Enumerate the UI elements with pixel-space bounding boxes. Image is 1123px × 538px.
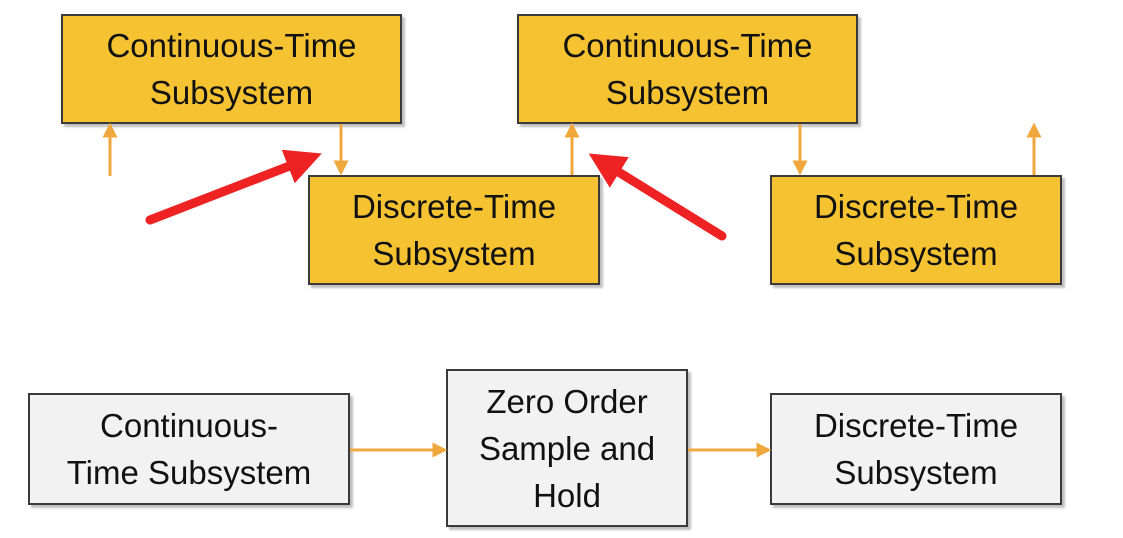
- dt-subsystem-block-top-right: Discrete-Time Subsystem: [770, 175, 1062, 285]
- zero-order-hold-block: Zero Order Sample and Hold: [446, 369, 688, 527]
- dt-subsystem-block-bottom: Discrete-Time Subsystem: [770, 393, 1062, 505]
- block-label: Zero Order Sample and Hold: [478, 382, 656, 514]
- block-label: Continuous-Time Subsystem: [106, 27, 357, 111]
- red-annotation-arrow-left: [145, 149, 322, 225]
- red-annotation-arrow-right: [588, 153, 727, 241]
- dt-subsystem-block-top-left: Discrete-Time Subsystem: [308, 175, 600, 285]
- block-label: Continuous- Time Subsystem: [66, 407, 312, 491]
- ct-subsystem-block-top-right: Continuous-Time Subsystem: [517, 14, 858, 124]
- ct-subsystem-block-top-left: Continuous-Time Subsystem: [61, 14, 402, 124]
- ct-subsystem-block-bottom: Continuous- Time Subsystem: [28, 393, 350, 505]
- block-label: Continuous-Time Subsystem: [562, 27, 813, 111]
- block-label: Discrete-Time Subsystem: [813, 407, 1019, 491]
- block-label: Discrete-Time Subsystem: [813, 188, 1019, 272]
- block-label: Discrete-Time Subsystem: [351, 188, 557, 272]
